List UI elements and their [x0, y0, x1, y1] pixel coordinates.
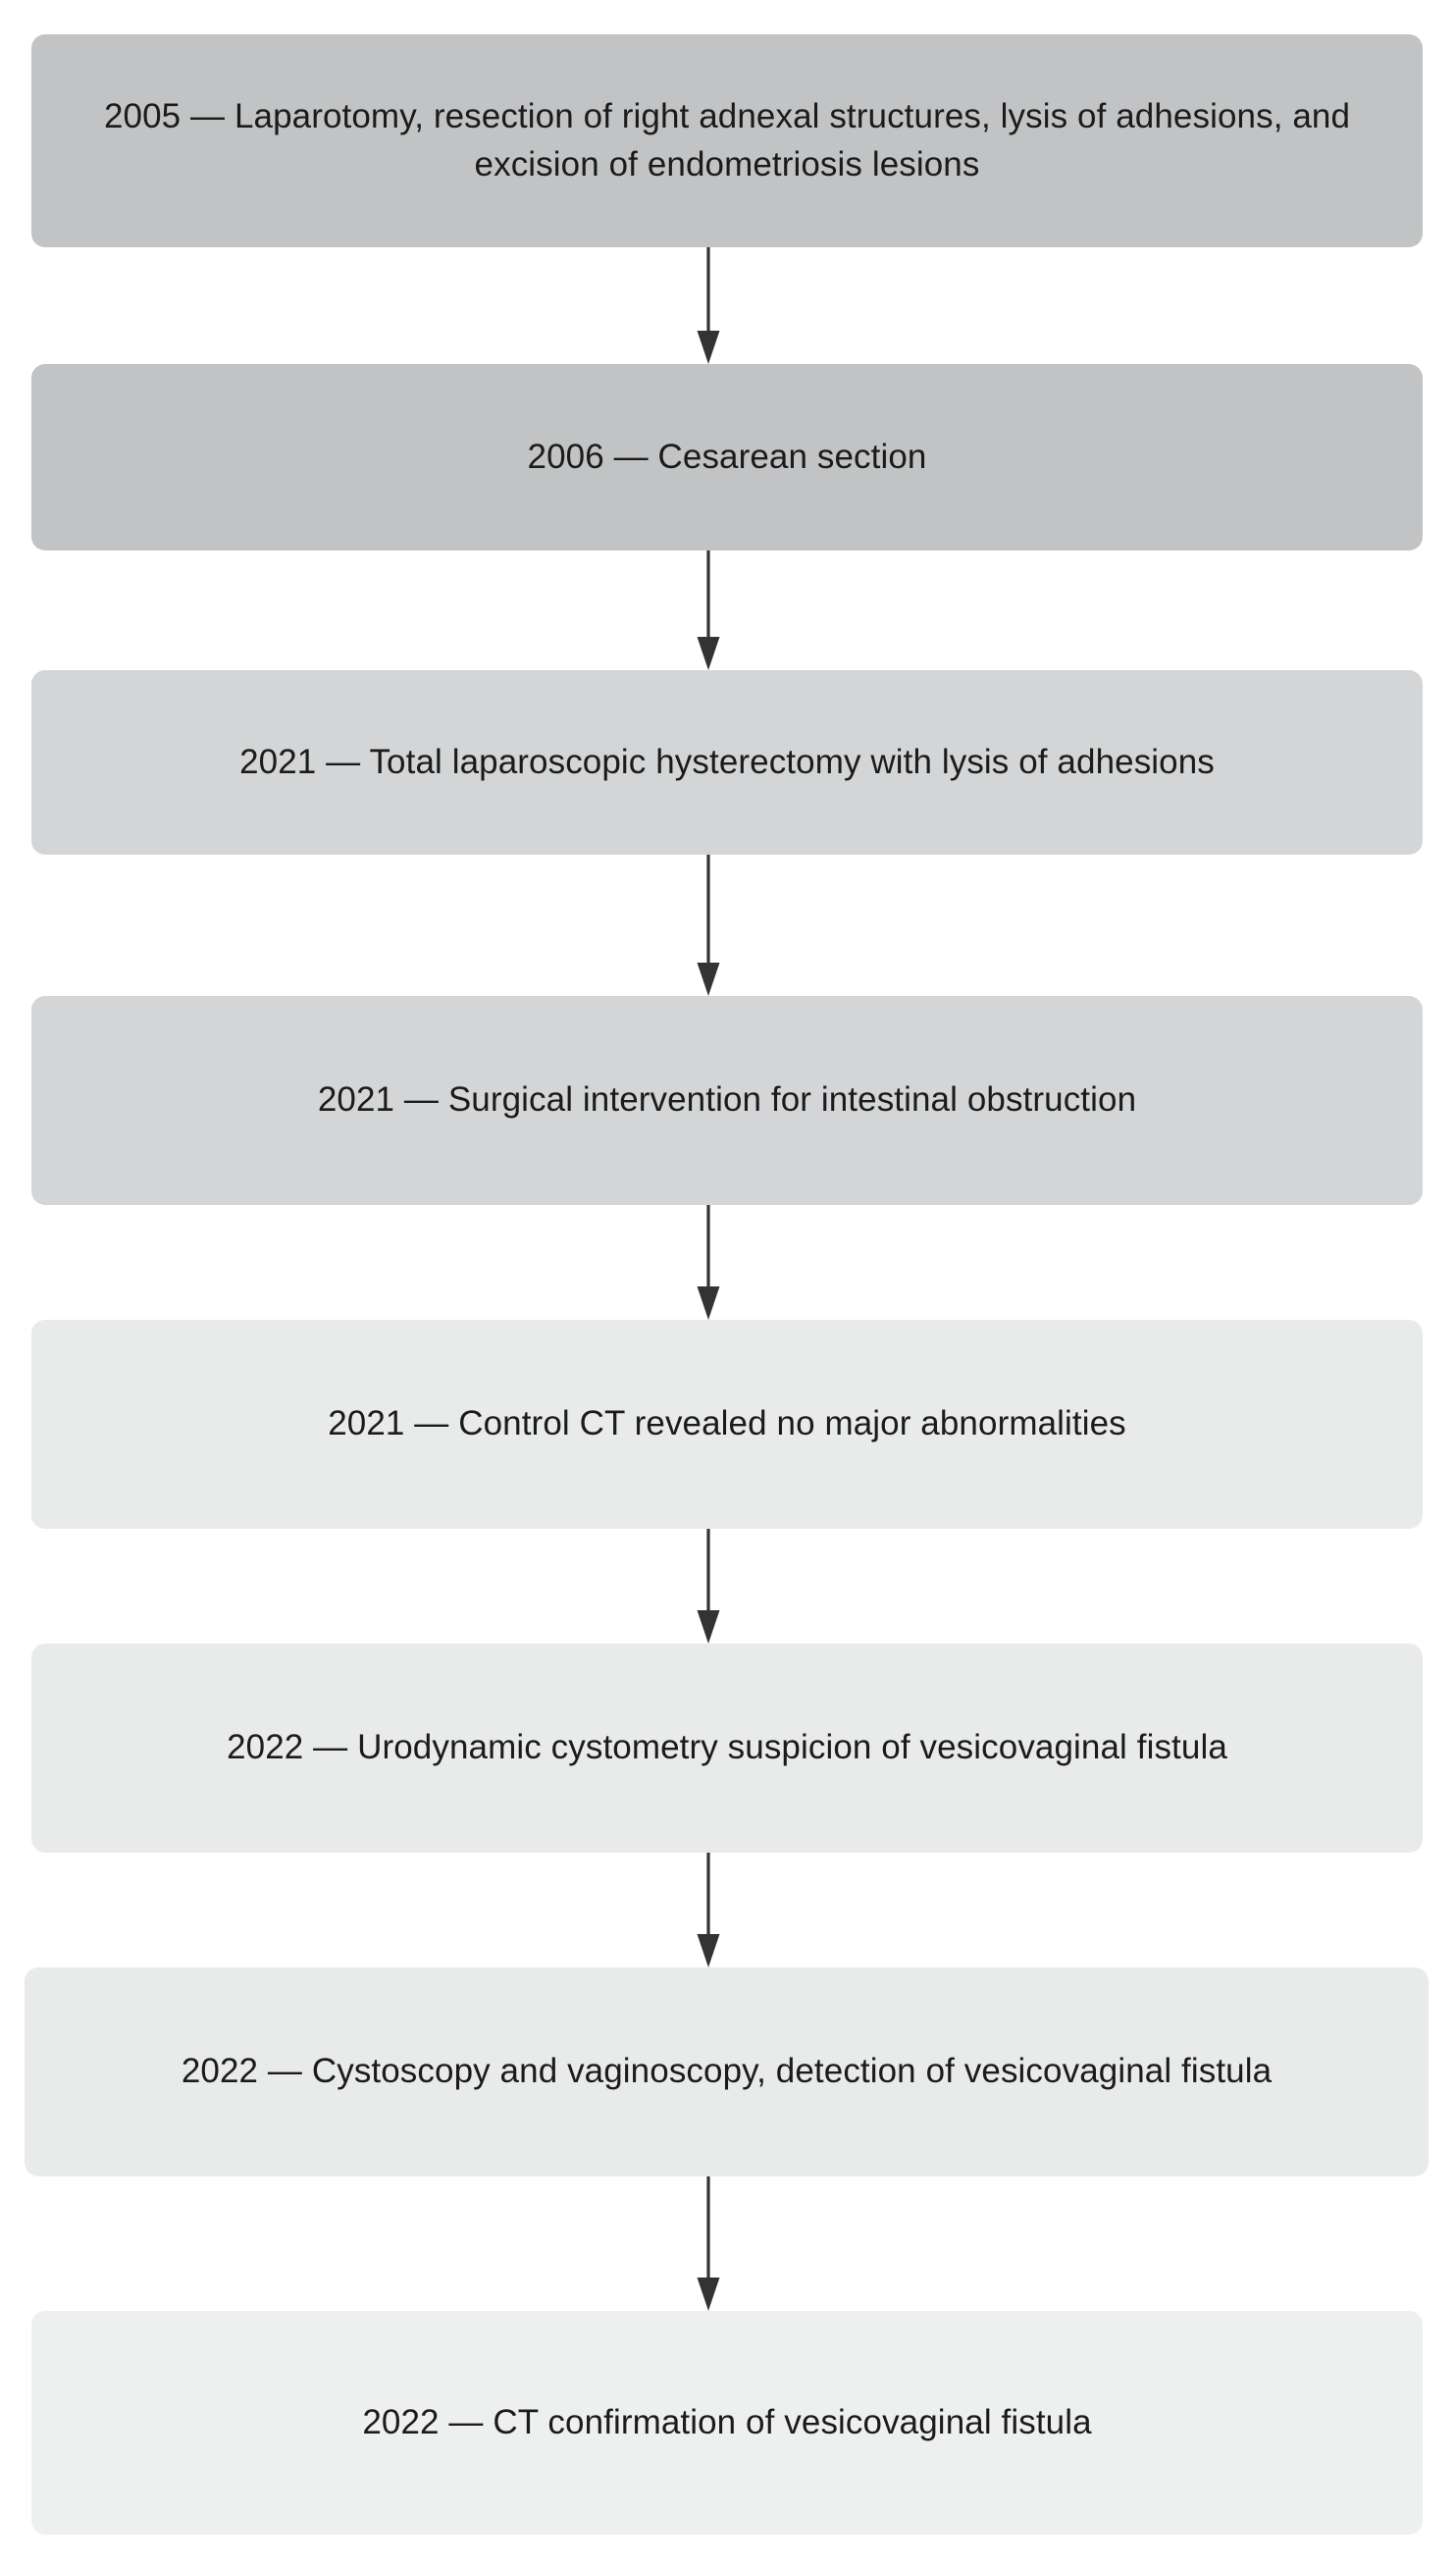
- arrow-down-icon: [697, 1205, 720, 1320]
- flow-node-label: 2021 — Total laparoscopic hysterectomy w…: [239, 742, 1215, 781]
- flow-node-2021-3: 2021 — Total laparoscopic hysterectomy w…: [31, 670, 1423, 855]
- flow-arrow: [689, 247, 728, 364]
- arrow-down-icon: [697, 247, 720, 364]
- flow-node-label: 2022 — Urodynamic cystometry suspicion o…: [227, 1728, 1227, 1767]
- flow-node-2006-2: 2006 — Cesarean section: [31, 364, 1423, 550]
- flow-node-2022-7: 2022 — Cystoscopy and vaginoscopy, detec…: [25, 1967, 1429, 2176]
- flow-node-2021-5: 2021 — Control CT revealed no major abno…: [31, 1320, 1423, 1529]
- arrow-down-icon: [697, 550, 720, 670]
- flow-node-2022-8: 2022 — CT confirmation of vesicovaginal …: [31, 2311, 1423, 2535]
- flow-arrow: [689, 1853, 728, 1967]
- arrow-down-icon: [697, 2176, 720, 2311]
- flow-node-label: 2006 — Cesarean section: [527, 437, 927, 476]
- flow-arrow: [689, 2176, 728, 2311]
- flow-node-label: 2022 — Cystoscopy and vaginoscopy, detec…: [181, 2052, 1273, 2091]
- flow-node-2005-1: 2005 — Laparotomy, resection of right ad…: [31, 34, 1423, 247]
- flow-node-label: 2022 — CT confirmation of vesicovaginal …: [362, 2402, 1092, 2441]
- arrow-down-icon: [697, 855, 720, 996]
- flow-arrow: [689, 1529, 728, 1644]
- flow-node-label: 2021 — Surgical intervention for intesti…: [317, 1080, 1137, 1120]
- flow-arrow: [689, 855, 728, 996]
- flow-node-label: 2021 — Control CT revealed no major abno…: [328, 1404, 1126, 1443]
- flow-arrow: [689, 550, 728, 670]
- flow-node-2021-4: 2021 — Surgical intervention for intesti…: [31, 996, 1423, 1205]
- arrow-down-icon: [697, 1529, 720, 1644]
- flow-node-label: 2005 — Laparotomy, resection of right ad…: [103, 97, 1351, 183]
- flow-arrow: [689, 1205, 728, 1320]
- flow-node-2022-6: 2022 — Urodynamic cystometry suspicion o…: [31, 1644, 1423, 1853]
- arrow-down-icon: [697, 1853, 720, 1967]
